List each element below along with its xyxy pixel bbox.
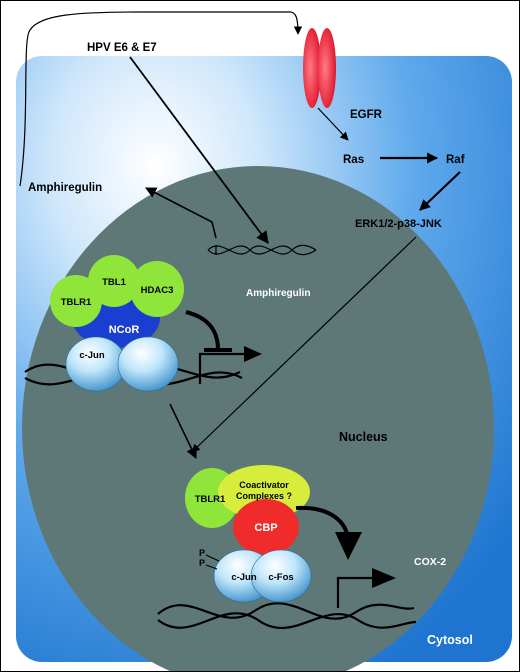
egfr-to-ras-arrow xyxy=(317,107,349,141)
phospho-label-2: P xyxy=(199,558,205,568)
amphiregulin-gene-dna xyxy=(207,244,317,256)
repressor-complex xyxy=(24,255,262,392)
cjun-protein-2 xyxy=(117,336,179,392)
hpv-label: HPV E6 & E7 xyxy=(87,42,157,54)
cbp-label: CBP xyxy=(254,522,277,534)
activation-arrow-head xyxy=(335,532,362,560)
cfos-label: c-Fos xyxy=(268,572,293,583)
raf-label: Raf xyxy=(446,154,465,166)
tbl1-label: TBL1 xyxy=(102,277,126,288)
erk-label: ERK1/2-p38-JNK xyxy=(355,218,442,230)
egfr-receptor xyxy=(303,28,336,108)
cbp-protein xyxy=(233,499,299,555)
cfos-protein xyxy=(250,549,312,603)
tblr1-active-label: TBLR1 xyxy=(195,494,226,505)
coactivator-label-1: Coactivator xyxy=(239,480,289,490)
cjun-protein-1 xyxy=(65,336,127,392)
promoter-arrow-blocked xyxy=(198,352,248,384)
hdac3-label: HDAC3 xyxy=(141,285,174,296)
hpv-to-gene-arrow xyxy=(129,56,269,245)
coactivator-label-2: Complexes ? xyxy=(236,491,292,501)
activator-dna-strand xyxy=(157,612,417,629)
egfr-label: EGFR xyxy=(350,109,383,121)
amphiregulin-label: Amphiregulin xyxy=(28,182,102,194)
ras-label: Ras xyxy=(343,154,364,166)
activator-dna xyxy=(157,602,415,620)
phospho-line-1 xyxy=(205,554,220,562)
phospho-line-2 xyxy=(205,564,218,570)
nucleus-label: Nucleus xyxy=(339,430,388,444)
amphiregulin-gene-label: Amphiregulin xyxy=(246,288,310,299)
activator-complex xyxy=(157,465,417,629)
hdac3-protein xyxy=(130,261,184,317)
ncor-label: NCoR xyxy=(109,324,140,336)
feedback-loop-arrow xyxy=(19,11,303,187)
erk-to-activator-arrow xyxy=(191,236,417,453)
tblr1-label: TBLR1 xyxy=(61,297,92,308)
cytosol-label: Cytosol xyxy=(427,633,473,647)
promoter-arrow-active xyxy=(336,576,378,608)
cox2-label: COX-2 xyxy=(414,556,446,568)
cjun-label: c-Jun xyxy=(79,350,105,361)
tbl1-protein xyxy=(88,255,140,307)
repression-arrow xyxy=(185,310,220,351)
phospho-label-1: P xyxy=(199,548,205,558)
cjun-active-label: c-Jun xyxy=(231,572,257,583)
gene-to-amphiregulin-arrow xyxy=(145,187,217,239)
raf-to-erk-arrow xyxy=(419,171,461,211)
repressor-to-activator-arrow xyxy=(169,403,197,460)
